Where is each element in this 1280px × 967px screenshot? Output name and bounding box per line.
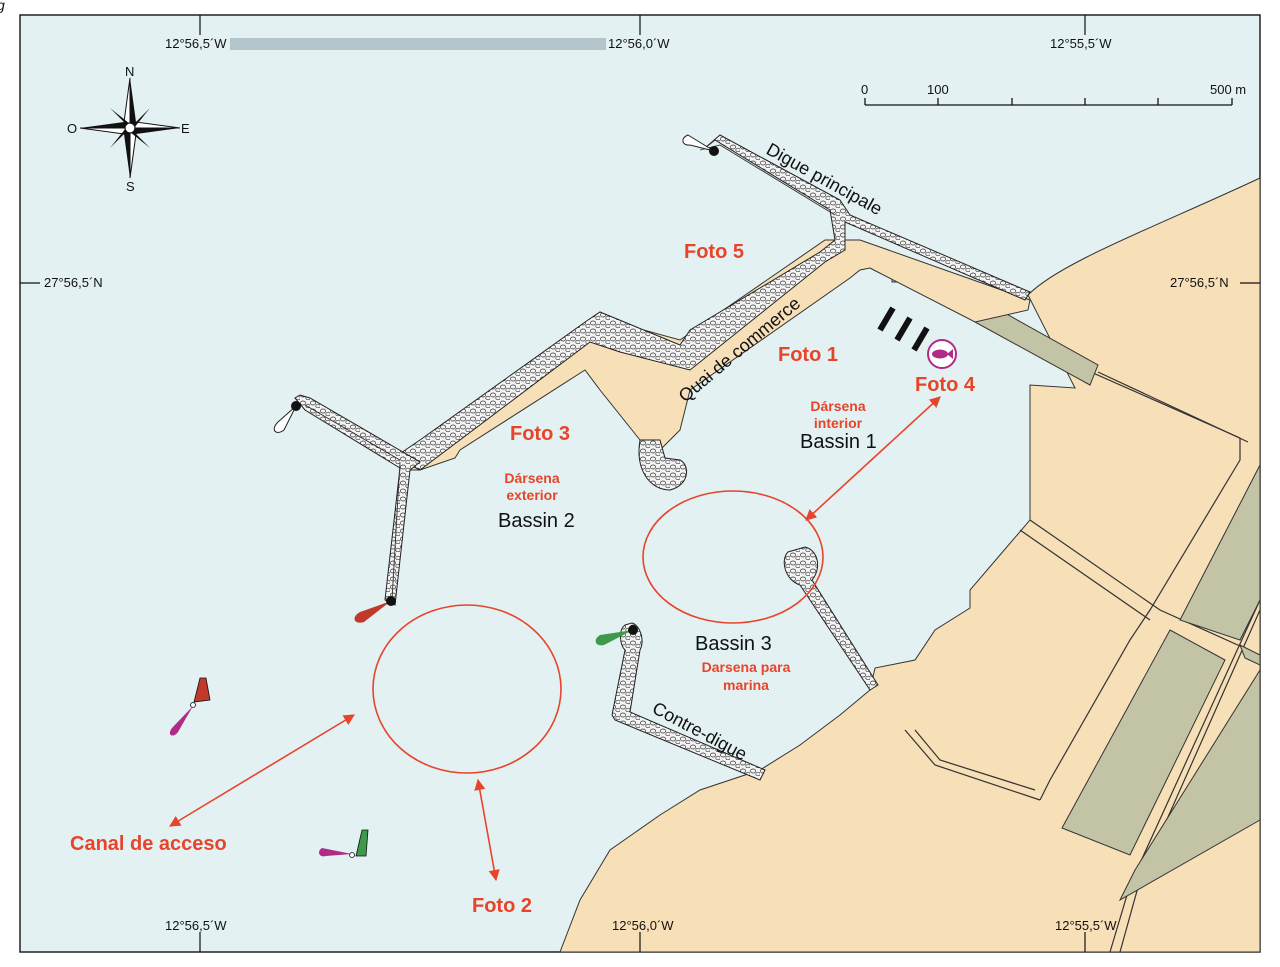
label-darsena-interior-2: interior <box>814 415 863 431</box>
metric-scale <box>864 98 1233 106</box>
scale-zero: 0 <box>861 82 868 97</box>
fish-icon <box>927 339 957 369</box>
label-foto-5: Foto 5 <box>684 241 744 263</box>
light-sector-icon <box>273 134 715 646</box>
label-darsena-interior-1: Dársena <box>810 398 865 414</box>
compass-w: O <box>67 121 77 136</box>
compass-n: N <box>125 64 134 79</box>
mooring-marks <box>877 306 930 352</box>
breakwaters <box>294 134 1031 781</box>
coord-top-3: 12°55,5´W <box>1050 36 1112 51</box>
scale-hundred: 100 <box>927 82 949 97</box>
label-foto-2: Foto 2 <box>472 895 532 917</box>
compass-e: E <box>181 121 190 136</box>
label-foto-1: Foto 1 <box>778 344 838 366</box>
coord-bottom-1: 12°56,5´W <box>165 918 227 933</box>
coord-right: 27°56,5´N <box>1170 275 1229 290</box>
label-darsena-marina-1: Darsena para <box>702 659 791 675</box>
label-foto-4: Foto 4 <box>915 374 976 396</box>
figure-marker: g <box>0 0 5 13</box>
coord-top-2: 12°56,0´W <box>608 36 670 51</box>
lat-scale-bar <box>230 38 606 50</box>
label-darsena-exterior-1: Dársena <box>504 470 559 486</box>
label-darsena-marina-2: marina <box>723 677 769 693</box>
photo-annotations <box>169 396 941 882</box>
label-canal-de-acceso: Canal de acceso <box>70 833 227 855</box>
label-darsena-exterior-2: exterior <box>506 487 558 503</box>
coord-top-1: 12°56,5´W <box>165 36 227 51</box>
label-bassin-3: Bassin 3 <box>695 633 772 655</box>
label-foto-3: Foto 3 <box>510 423 570 445</box>
coord-bottom-2: 12°56,0´W <box>612 918 674 933</box>
label-bassin-2: Bassin 2 <box>498 510 575 532</box>
quay-surface <box>399 239 1031 471</box>
coord-ticks <box>20 15 1260 952</box>
label-bassin-1: Bassin 1 <box>800 431 877 453</box>
scale-max: 500 m <box>1210 82 1246 97</box>
coord-left: 27°56,5´N <box>44 275 103 290</box>
lighthouse-star-icon <box>291 146 719 635</box>
coord-bottom-3: 12°55,5´W <box>1055 918 1117 933</box>
compass-rose-icon <box>79 77 181 179</box>
compass-s: S <box>126 179 135 194</box>
